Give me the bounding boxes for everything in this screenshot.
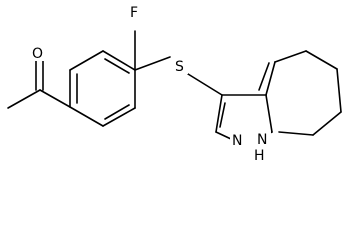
bond-triazole-5 bbox=[215, 94, 223, 133]
bond-ring-6 bbox=[69, 106, 104, 127]
acetyl-group bbox=[7, 57, 71, 109]
oxygen-label-bg bbox=[30, 45, 46, 61]
bond-sulfur-triazole bbox=[187, 73, 223, 96]
bond-triazole-2 bbox=[265, 94, 273, 133]
bond-azepane-4 bbox=[336, 68, 342, 113]
bond-azepane-double bbox=[258, 62, 270, 91]
azepane-ring bbox=[258, 50, 342, 136]
bond-ring-sulfur bbox=[134, 56, 171, 71]
fluorine-label: F bbox=[130, 5, 138, 21]
nitrogen-ring-label-bg bbox=[230, 132, 246, 148]
bond-azepane-3 bbox=[305, 50, 338, 70]
bond-triazole-double bbox=[219, 102, 226, 128]
nitrogen-h-label-bg bbox=[255, 131, 271, 147]
bond-azepane-2 bbox=[274, 50, 307, 63]
hydrogen-label-bg bbox=[252, 147, 268, 163]
bond-ring-3 bbox=[102, 50, 136, 71]
molecule-canvas: O F S N N H bbox=[7, 4, 342, 164]
bond-triazole-4 bbox=[215, 131, 232, 140]
bond-azepane-5 bbox=[312, 111, 342, 136]
bond-azepane-6 bbox=[278, 131, 314, 136]
bond-ring-inner-2 bbox=[104, 58, 130, 74]
hydrogen-label: H bbox=[254, 148, 265, 164]
nitrogen-h-label: N bbox=[257, 132, 267, 148]
thioether-bridge bbox=[134, 56, 223, 96]
fluorine-label-bg bbox=[128, 4, 142, 20]
benzene-ring bbox=[69, 50, 136, 127]
molecule-structure: O F S N N H bbox=[7, 4, 342, 164]
bond-carbonyl-ring bbox=[39, 89, 71, 108]
sulfur-label-bg bbox=[173, 58, 188, 74]
bond-ring-5 bbox=[102, 107, 136, 127]
bond-azepane-1 bbox=[265, 61, 276, 96]
bond-methyl-carbonyl bbox=[7, 89, 41, 109]
sulfur-label: S bbox=[175, 59, 184, 75]
bond-ring-inner-3 bbox=[104, 104, 130, 120]
nitrogen-ring-label: N bbox=[232, 133, 242, 149]
bond-ring-2 bbox=[69, 50, 104, 71]
oxygen-label: O bbox=[32, 46, 43, 62]
atom-labels: O F S N N H bbox=[30, 4, 271, 164]
